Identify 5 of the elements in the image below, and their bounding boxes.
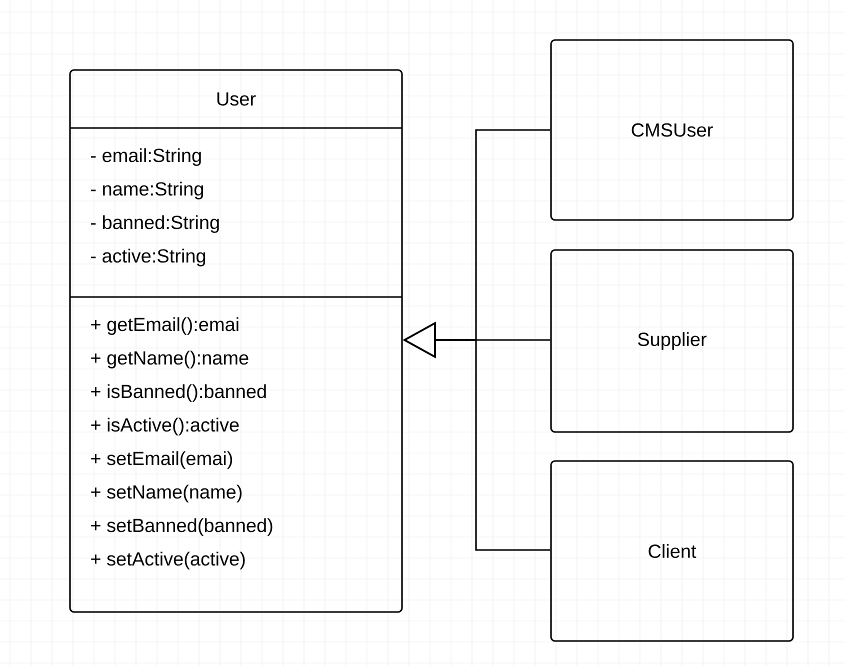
- class-box: CMSUser: [550, 39, 794, 221]
- method-list: + getEmail():emai + getName():name + isBanned():banned + isActive():active + setEmail(emai) + setName(name) + setBanned(banned) + setActive(active): [70, 296, 402, 570]
- attribute-list: - email:String - name:String - banned:String - active:String: [70, 127, 402, 266]
- class-box: Supplier: [550, 249, 794, 433]
- class-box: Client: [550, 460, 794, 642]
